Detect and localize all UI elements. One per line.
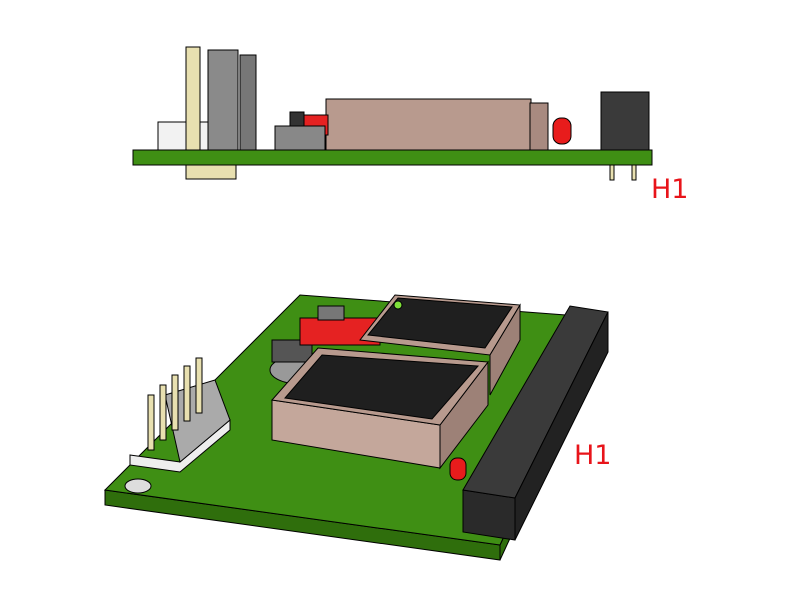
iso-chip-back-top — [367, 297, 513, 349]
iso-connector-pin — [159, 384, 167, 441]
side-h1-pin — [631, 164, 637, 181]
side-pcb — [132, 149, 653, 166]
side-chip-package — [325, 98, 532, 151]
iso-connector-pin — [147, 394, 155, 451]
side-led — [552, 117, 572, 145]
side-chip-package-2 — [529, 102, 549, 151]
iso-mounting-hole — [124, 478, 152, 494]
iso-led-green — [393, 300, 403, 310]
side-pushbutton-cap — [289, 111, 305, 127]
iso-switch — [299, 317, 381, 346]
iso-connector-pin — [195, 357, 203, 414]
iso-connector-pin — [171, 374, 179, 431]
iso-led-red — [449, 457, 467, 481]
iso-h1-header-side — [514, 311, 609, 541]
side-pin-header-connector — [600, 91, 650, 151]
side-h1-label: H1 — [651, 174, 689, 205]
iso-view — [103, 294, 609, 561]
side-pushbutton — [274, 125, 326, 151]
side-connector-wall-2 — [239, 54, 257, 151]
iso-h1-header-front — [462, 489, 516, 541]
iso-chip-back-side — [489, 303, 521, 396]
iso-switch-knob — [317, 305, 345, 321]
side-connector-pins — [185, 46, 201, 151]
side-view — [132, 46, 653, 181]
side-connector-wall — [207, 49, 239, 151]
side-h1-pins — [609, 164, 615, 181]
iso-h1-label: H1 — [574, 440, 612, 471]
iso-connector-pin — [183, 365, 191, 422]
side-connector-bottom-pins — [185, 164, 237, 180]
iso-chip-front-die — [284, 354, 480, 420]
